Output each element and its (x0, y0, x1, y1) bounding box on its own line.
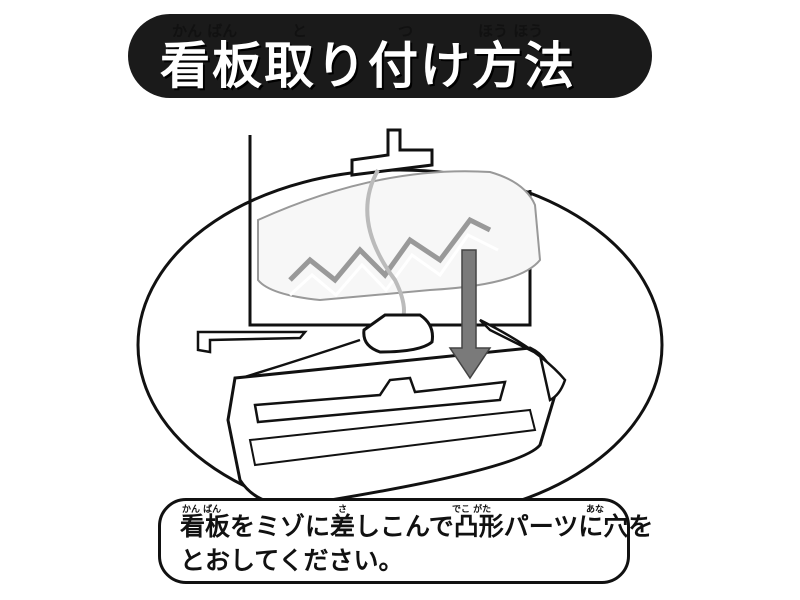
down-arrow (448, 249, 492, 380)
zigzag-2 (288, 233, 499, 298)
ruby-houhou: ほう ほう (478, 22, 544, 40)
caption-ruby: かん ばん さ でこ がた あな (0, 502, 800, 515)
ruby-to: と (292, 22, 308, 40)
mounting-illustration (136, 128, 664, 510)
base-front (248, 408, 537, 467)
title-ruby: かん ばん と つ ほう ほう (0, 20, 800, 40)
ruby-caption-dekogata: でこ がた (452, 505, 492, 515)
title-banner (128, 14, 652, 98)
zigzag-1 (288, 216, 492, 284)
caption-box (158, 498, 630, 584)
t-bracket (350, 128, 434, 177)
caption-line-2: とおしてください。 (180, 546, 404, 575)
page-title: 看板取り付け方法 (160, 37, 576, 95)
tab-part (362, 313, 434, 354)
ruby-tsu: つ (398, 22, 414, 40)
hook (196, 330, 308, 354)
ruby-caption-kanban: かん ばん (182, 505, 222, 515)
ruby-caption-ana: あな (586, 505, 605, 515)
ruby-kanban: かん ばん (172, 22, 238, 40)
cord (365, 169, 406, 327)
ruby-caption-sa: さ (338, 505, 348, 515)
caption-line-1: 看板をミゾに差しこんで凸形パーツに穴を (180, 512, 654, 541)
right-arm (479, 318, 567, 402)
groove (253, 376, 507, 424)
